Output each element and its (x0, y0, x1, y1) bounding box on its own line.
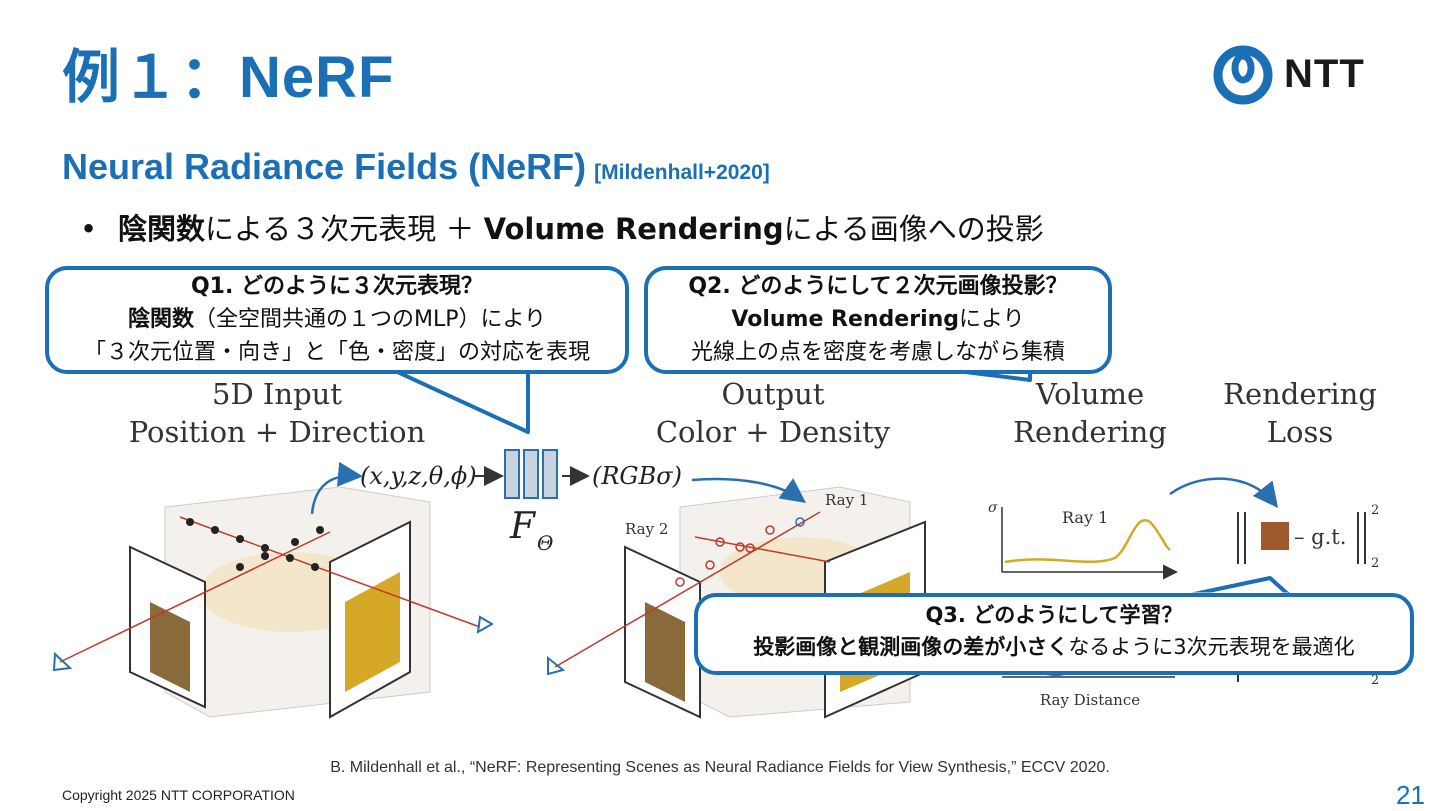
vr-title-1: Volume (1035, 377, 1144, 411)
q1-line3: 「３次元位置・向き」と「色・密度」の対応を表現 (83, 340, 590, 365)
input-scene (52, 461, 494, 719)
vr-title-2: Rendering (1013, 415, 1167, 449)
network-subscript: Θ (537, 531, 553, 555)
q1-line2-text: （全空間共通の１つのMLP）により (193, 307, 547, 332)
loss-title-2: Loss (1267, 415, 1333, 449)
q2-line2: Volume Renderingにより (648, 303, 1108, 336)
ntt-logo-icon (1213, 45, 1273, 105)
loss-title-1: Rendering (1223, 377, 1377, 411)
rendering-loss: – g.t. 2 2 2 (1169, 477, 1379, 688)
output-formula: (RGBσ) (592, 462, 682, 490)
input-formula: (x,y,z,θ,ϕ) (360, 462, 477, 490)
sigma-label: σ (988, 500, 998, 516)
page-number: 21 (1396, 780, 1425, 810)
q2-line2-bold: Volume Rendering (731, 307, 960, 332)
q2-question: Q2. どのようにして２次元画像投影？ (688, 274, 1068, 299)
loss-subscript: 2 (1371, 556, 1379, 571)
loss-subscript-2: 2 (1371, 673, 1379, 688)
network-label: F (509, 506, 537, 547)
bullet-text-2: による画像への投影 (783, 212, 1044, 246)
bullet-bold-2: Volume Rendering (483, 212, 784, 246)
subtitle-text: Neural Radiance Fields (NeRF) (62, 146, 587, 187)
ray-distance-label: Ray Distance (1040, 691, 1140, 709)
loss-superscript: 2 (1371, 503, 1379, 518)
copyright-notice: Copyright 2025 NTT CORPORATION (62, 787, 295, 803)
ntt-logo-text: NTT (1284, 52, 1365, 96)
bullet-dot-icon: • (80, 212, 98, 246)
ray1-label-plot: Ray 1 (1062, 508, 1108, 527)
ray2-label-scene: Ray 2 (625, 520, 668, 538)
q3-line2: 投影画像と観測画像の差が小さくなるように3次元表現を最適化 (698, 631, 1410, 663)
q1-line2-bold: 陰関数 (127, 307, 194, 332)
callout-q1: Q1. どのように３次元表現？ 陰関数（全空間共通の１つのMLP）により 「３次… (45, 266, 629, 374)
output-title-1: Output (721, 377, 824, 411)
section-subtitle: Neural Radiance Fields (NeRF) [Mildenhall… (62, 146, 770, 188)
bullet-point: • 陰関数による３次元表現 ＋ Volume Renderingによる画像への投影 (80, 206, 1044, 248)
q3-line2-bold: 投影画像と観測画像の差が小さく (753, 635, 1069, 659)
q3-question: Q3. どのようにして学習？ (925, 603, 1183, 627)
q2-line2-text: により (959, 307, 1025, 332)
q1-question: Q1. どのように３次元表現？ (190, 274, 484, 299)
mlp-network-icon (504, 449, 558, 499)
gt-label: – g.t. (1294, 525, 1346, 549)
input-title-2: Position + Direction (129, 415, 426, 449)
output-title-2: Color + Density (656, 415, 891, 449)
reference-citation: B. Mildenhall et al., “NeRF: Representin… (330, 759, 1110, 776)
bullet-bold-1: 陰関数 (118, 212, 206, 246)
q1-line2: 陰関数（全空間共通の１つのMLP）により (49, 303, 625, 336)
slide-title: 例１：NeRF (62, 45, 395, 110)
input-title-1: 5D Input (212, 377, 342, 411)
q2-line3: 光線上の点を密度を考慮しながら集積 (690, 340, 1065, 365)
ray1-label-scene: Ray 1 (825, 491, 868, 509)
subtitle-citation: [Mildenhall+2020] (594, 161, 770, 184)
callout-q2: Q2. どのようにして２次元画像投影？ Volume Renderingにより … (644, 266, 1112, 374)
callout-q3: Q3. どのようにして学習？ 投影画像と観測画像の差が小さくなるように3次元表現… (694, 593, 1414, 675)
bullet-text-1: による３次元表現 ＋ (205, 212, 484, 246)
nerf-pipeline-figure: 5D Input Position + Direction Output Col… (52, 377, 1379, 719)
q3-line2-text: なるように3次元表現を最適化 (1068, 635, 1355, 659)
